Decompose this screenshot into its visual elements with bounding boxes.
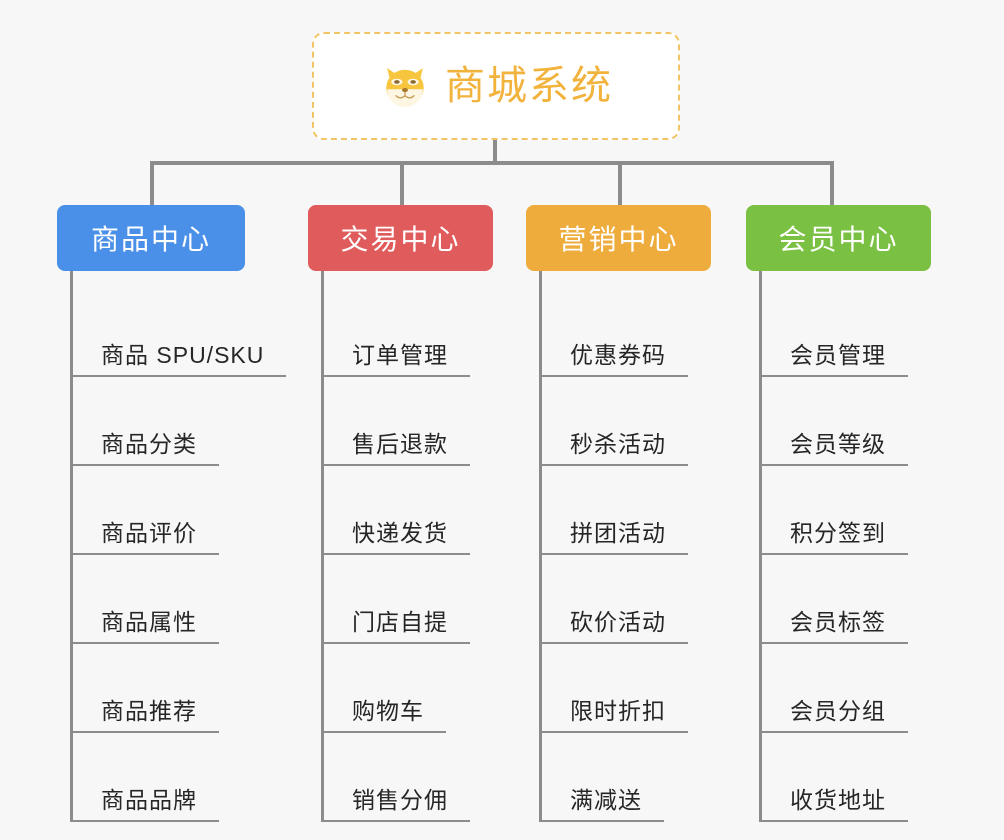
- leaf-label: 快递发货: [352, 519, 448, 546]
- leaf-label: 限时折扣: [570, 697, 666, 724]
- list-item[interactable]: 商品推荐: [70, 644, 245, 733]
- connector-drop-1: [150, 161, 154, 205]
- branch-header-label: 商品中心: [90, 224, 211, 255]
- list-item[interactable]: 秒杀活动: [539, 377, 711, 466]
- leaf-label: 门店自提: [352, 608, 448, 635]
- leaf-label: 会员等级: [790, 430, 886, 457]
- leaf-label: 售后退款: [352, 430, 448, 457]
- leaf-label: 订单管理: [352, 341, 448, 368]
- leaf-label: 秒杀活动: [570, 430, 666, 457]
- shiba-dog-face-icon: [386, 68, 424, 108]
- leaf-label: 会员分组: [790, 697, 886, 724]
- leaf-rail: 会员管理 会员等级 积分签到 会员标签 会员分组 收货地址: [759, 271, 931, 822]
- list-item[interactable]: 商品属性: [70, 555, 245, 644]
- list-item[interactable]: 会员标签: [759, 555, 931, 644]
- list-item[interactable]: 商品分类: [70, 377, 245, 466]
- branch-member-center: 会员中心 会员管理 会员等级 积分签到 会员标签 会员分组 收货地址: [746, 205, 931, 822]
- leaf-label: 满减送: [570, 786, 642, 813]
- list-item[interactable]: 订单管理: [321, 288, 493, 377]
- list-item[interactable]: 满减送: [539, 733, 711, 822]
- list-item[interactable]: 快递发货: [321, 466, 493, 555]
- connector-root-stem: [493, 140, 497, 165]
- leaf-rail: 优惠券码 秒杀活动 拼团活动 砍价活动 限时折扣 满减送: [539, 271, 711, 822]
- branch-header-product-center[interactable]: 商品中心: [57, 205, 245, 271]
- list-item[interactable]: 商品评价: [70, 466, 245, 555]
- list-item[interactable]: 限时折扣: [539, 644, 711, 733]
- branch-trade-center: 交易中心 订单管理 售后退款 快递发货 门店自提 购物车 销售分佣: [308, 205, 493, 822]
- branch-marketing-center: 营销中心 优惠券码 秒杀活动 拼团活动 砍价活动 限时折扣 满减送: [526, 205, 711, 822]
- leaf-label: 收货地址: [790, 786, 886, 813]
- branch-header-label: 会员中心: [778, 224, 899, 255]
- leaf-label: 商品品牌: [101, 786, 197, 813]
- leaf-label: 优惠券码: [570, 341, 666, 368]
- list-item[interactable]: 拼团活动: [539, 466, 711, 555]
- leaf-label: 商品分类: [101, 430, 197, 457]
- list-item[interactable]: 优惠券码: [539, 288, 711, 377]
- leaf-label: 商品推荐: [101, 697, 197, 724]
- leaf-label: 购物车: [352, 697, 424, 724]
- leaf-label: 砍价活动: [570, 608, 666, 635]
- list-item[interactable]: 商品 SPU/SKU: [70, 288, 287, 377]
- leaf-label: 积分签到: [790, 519, 886, 546]
- leaf-label: 商品 SPU/SKU: [101, 341, 265, 368]
- leaf-label: 商品属性: [101, 608, 197, 635]
- list-item[interactable]: 商品品牌: [70, 733, 245, 822]
- branch-product-center: 商品中心 商品 SPU/SKU 商品分类 商品评价 商品属性 商品推荐 商品品牌: [57, 205, 287, 822]
- connector-drop-2: [400, 161, 404, 205]
- leaf-label: 会员管理: [790, 341, 886, 368]
- branch-header-marketing-center[interactable]: 营销中心: [526, 205, 711, 271]
- leaf-label: 会员标签: [790, 608, 886, 635]
- list-item[interactable]: 积分签到: [759, 466, 931, 555]
- list-item[interactable]: 销售分佣: [321, 733, 493, 822]
- leaf-rail: 商品 SPU/SKU 商品分类 商品评价 商品属性 商品推荐 商品品牌: [70, 271, 287, 822]
- leaf-label: 销售分佣: [352, 786, 448, 813]
- branch-header-label: 交易中心: [340, 224, 461, 255]
- list-item[interactable]: 售后退款: [321, 377, 493, 466]
- leaf-label: 拼团活动: [570, 519, 666, 546]
- list-item[interactable]: 门店自提: [321, 555, 493, 644]
- list-item[interactable]: 会员分组: [759, 644, 931, 733]
- branch-header-trade-center[interactable]: 交易中心: [308, 205, 493, 271]
- connector-horizontal-bus: [150, 161, 834, 165]
- root-node[interactable]: 商城系统: [312, 32, 680, 140]
- root-title: 商城系统: [445, 64, 613, 108]
- connector-drop-4: [830, 161, 834, 205]
- branch-header-label: 营销中心: [558, 224, 679, 255]
- list-item[interactable]: 购物车: [321, 644, 493, 733]
- connector-drop-3: [618, 161, 622, 205]
- list-item[interactable]: 砍价活动: [539, 555, 711, 644]
- list-item[interactable]: 会员管理: [759, 288, 931, 377]
- branch-header-member-center[interactable]: 会员中心: [746, 205, 931, 271]
- leaf-rail: 订单管理 售后退款 快递发货 门店自提 购物车 销售分佣: [321, 271, 493, 822]
- leaf-label: 商品评价: [101, 519, 197, 546]
- list-item[interactable]: 收货地址: [759, 733, 931, 822]
- list-item[interactable]: 会员等级: [759, 377, 931, 466]
